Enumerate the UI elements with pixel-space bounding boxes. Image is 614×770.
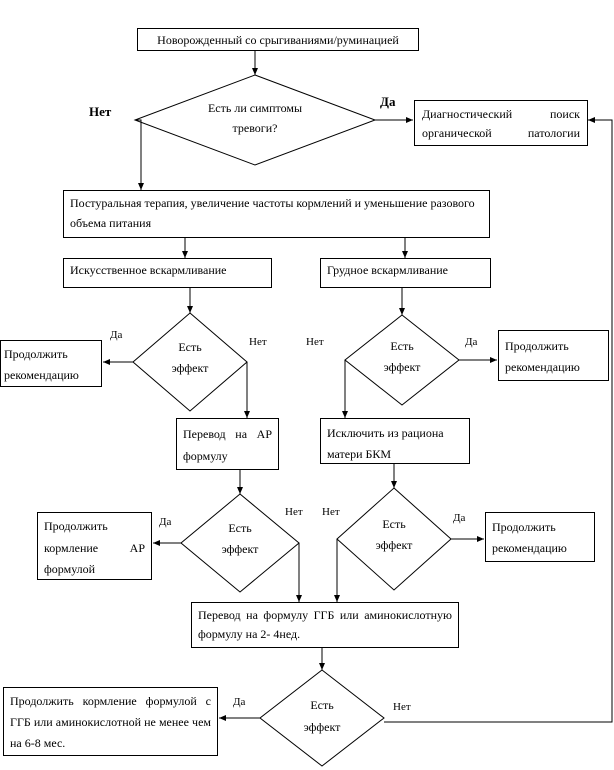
continue-recommendation-right-box: Продолжить рекомендацию bbox=[498, 330, 609, 381]
decision-effect2-diamond bbox=[344, 314, 460, 406]
label-yes-4: Да bbox=[453, 512, 466, 524]
decision-effect1-diamond bbox=[132, 312, 248, 412]
continue-final-formula-box: Продолжить кормление формулой с ГГБ или … bbox=[3, 687, 218, 756]
continue-ar-formula-box: Продолжить кормление АР формулой bbox=[37, 512, 152, 580]
decision-effect5-diamond bbox=[259, 669, 385, 767]
label-yes-3: Да bbox=[159, 516, 172, 528]
breast-feeding-box: Грудное вскармливание bbox=[320, 258, 491, 288]
label-no-4: Нет bbox=[322, 506, 340, 518]
effect4-text: Есть эффект bbox=[375, 517, 413, 552]
alarm-question-text: Есть ли симптомы тревоги? bbox=[180, 98, 330, 139]
exclude-cmp-box: Исключить из рациона матери БКМ bbox=[320, 418, 470, 464]
decision-alarm-diamond bbox=[133, 74, 377, 166]
postural-therapy-box: Постуральная терапия, увеличение частоты… bbox=[63, 190, 490, 238]
effect3-text: Есть эффект bbox=[221, 521, 259, 556]
label-no-main: Нет bbox=[89, 104, 112, 119]
label-no-5: Нет bbox=[393, 701, 411, 713]
artificial-feeding-box: Искусственное вскармливание bbox=[63, 258, 272, 288]
effect1-text: Есть эффект bbox=[171, 340, 209, 375]
switch-hydrolysate-box: Перевод на формулу ГГБ или аминокислотну… bbox=[191, 602, 459, 648]
effect5-text: Есть эффект bbox=[303, 698, 341, 735]
label-yes-1: Да bbox=[110, 329, 123, 341]
label-no-1: Нет bbox=[249, 336, 267, 348]
decision-effect3-diamond bbox=[180, 493, 300, 593]
label-yes-5: Да bbox=[233, 696, 246, 708]
decision-effect4-diamond bbox=[336, 487, 452, 591]
effect2-text: Есть эффект bbox=[383, 339, 421, 374]
diagnostic-search-box: Диагностический поиск органической патол… bbox=[414, 100, 588, 146]
alarm-question-line1: Есть ли симптомы bbox=[207, 101, 303, 115]
alarm-question-line2: тревоги? bbox=[232, 121, 278, 136]
switch-ar-formula-box: Перевод на АР формулу bbox=[176, 418, 279, 470]
label-yes-main: Да bbox=[380, 94, 396, 109]
continue-recommendation-right2-box: Продолжить рекомендацию bbox=[485, 512, 595, 562]
label-no-3: Нет bbox=[285, 506, 303, 518]
newborn-box: Новорожденный со срыгиваниями/руминацией bbox=[137, 28, 419, 51]
label-no-2: Нет bbox=[306, 336, 324, 348]
continue-recommendation-left-box: Продолжить рекомендацию bbox=[0, 340, 102, 387]
label-yes-2: Да bbox=[465, 336, 478, 348]
